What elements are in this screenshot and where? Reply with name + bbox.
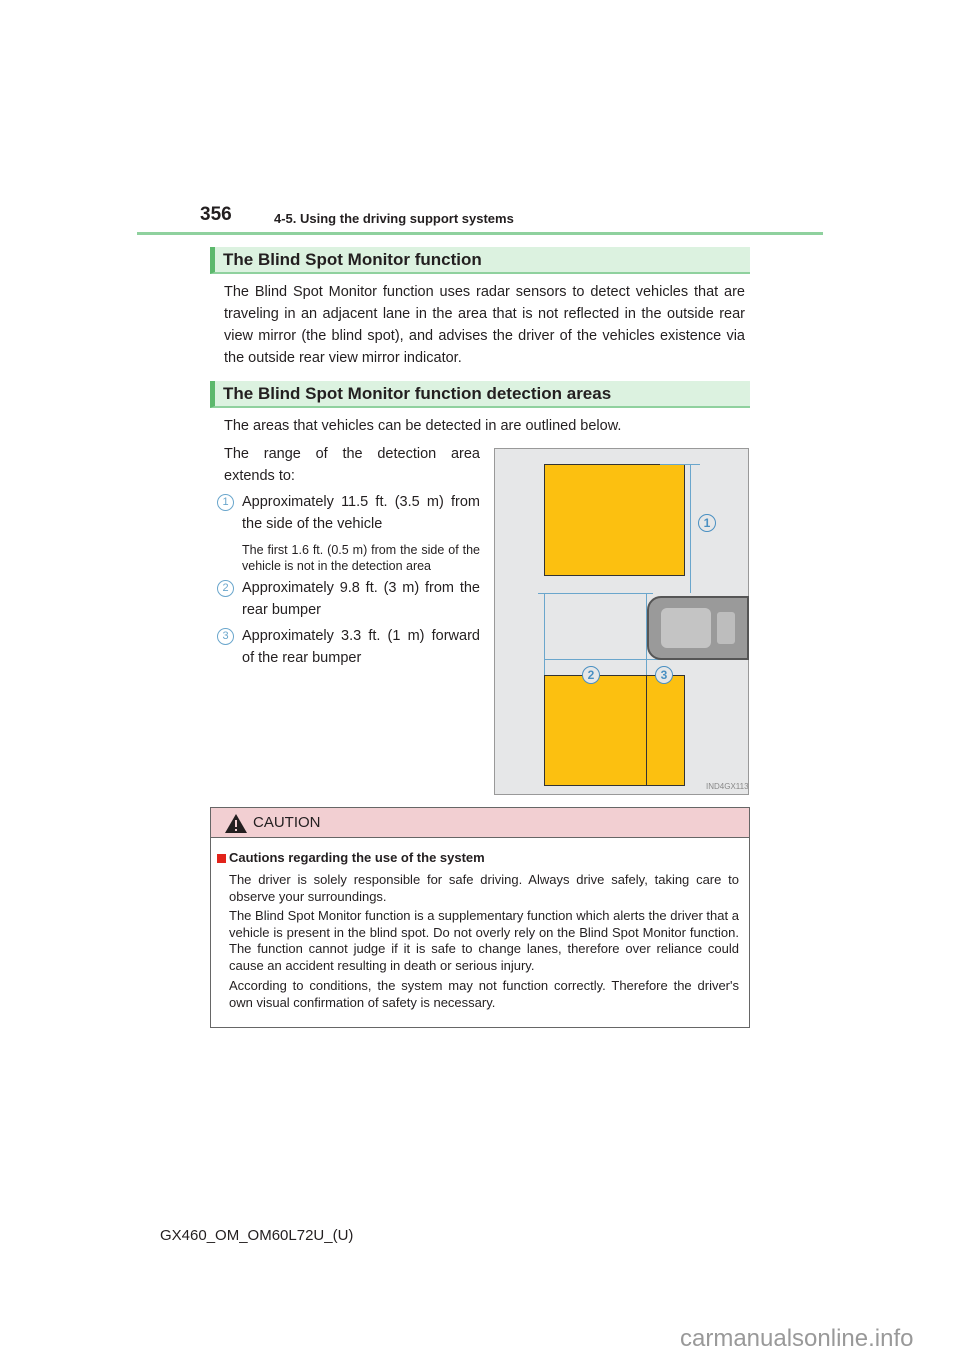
dimension-line [646,593,647,675]
warning-icon [225,814,247,833]
heading-detection-areas: The Blind Spot Monitor function detectio… [210,381,750,408]
dimension-arrow [544,659,685,660]
bullet-square-icon [217,854,226,863]
range-intro: The range of the detection area extends … [224,446,480,484]
caution-paragraph: The driver is solely responsible for saf… [229,872,739,904]
caution-box: CAUTION Cautions regarding the use of th… [210,807,750,1028]
heading-text: The Blind Spot Monitor function [223,250,482,269]
diagram-label-3: 3 [655,666,673,684]
range-item-2: Approximately 9.8 ft. (3 m) from the rea… [242,580,480,618]
watermark: carmanualsonline.info [680,1325,914,1352]
heading-bsm-function: The Blind Spot Monitor function [210,247,750,274]
caution-header: CAUTION [211,808,749,838]
number-2-icon: 2 [217,580,234,597]
header-rule [137,232,823,235]
caution-heading: Cautions regarding the use of the system [229,850,485,865]
range-item-3: Approximately 3.3 ft. (1 m) forward of t… [242,628,480,666]
number-3-icon: 3 [217,628,234,645]
diagram-label-2: 2 [582,666,600,684]
number-1-icon: 1 [217,494,234,511]
bsm-description: The Blind Spot Monitor function uses rad… [224,284,745,366]
dimension-arrow [690,464,691,593]
rear-detection-area [544,675,685,786]
diagram-code: IND4GX113 [706,782,749,791]
area-divider [646,675,647,786]
dimension-line [544,593,545,675]
caution-paragraph: According to conditions, the system may … [229,978,739,1010]
diagram-label-1: 1 [698,514,716,532]
document-code: GX460_OM_OM60L72U_(U) [160,1227,354,1244]
side-detection-area [544,464,685,576]
dimension-line [538,593,653,594]
caution-paragraph: The Blind Spot Monitor function is a sup… [229,908,739,973]
detection-intro: The areas that vehicles can be detected … [224,418,622,434]
caution-title: CAUTION [253,814,321,831]
vehicle-icon [647,596,749,660]
range-item-1: Approximately 11.5 ft. (3.5 m) from the … [242,494,480,532]
heading-text: The Blind Spot Monitor function detectio… [223,384,612,403]
dimension-line [660,464,700,465]
page-number: 356 [200,204,232,225]
section-title: 4-5. Using the driving support systems [274,211,514,226]
range-item-1-note: The first 1.6 ft. (0.5 m) from the side … [242,543,480,573]
